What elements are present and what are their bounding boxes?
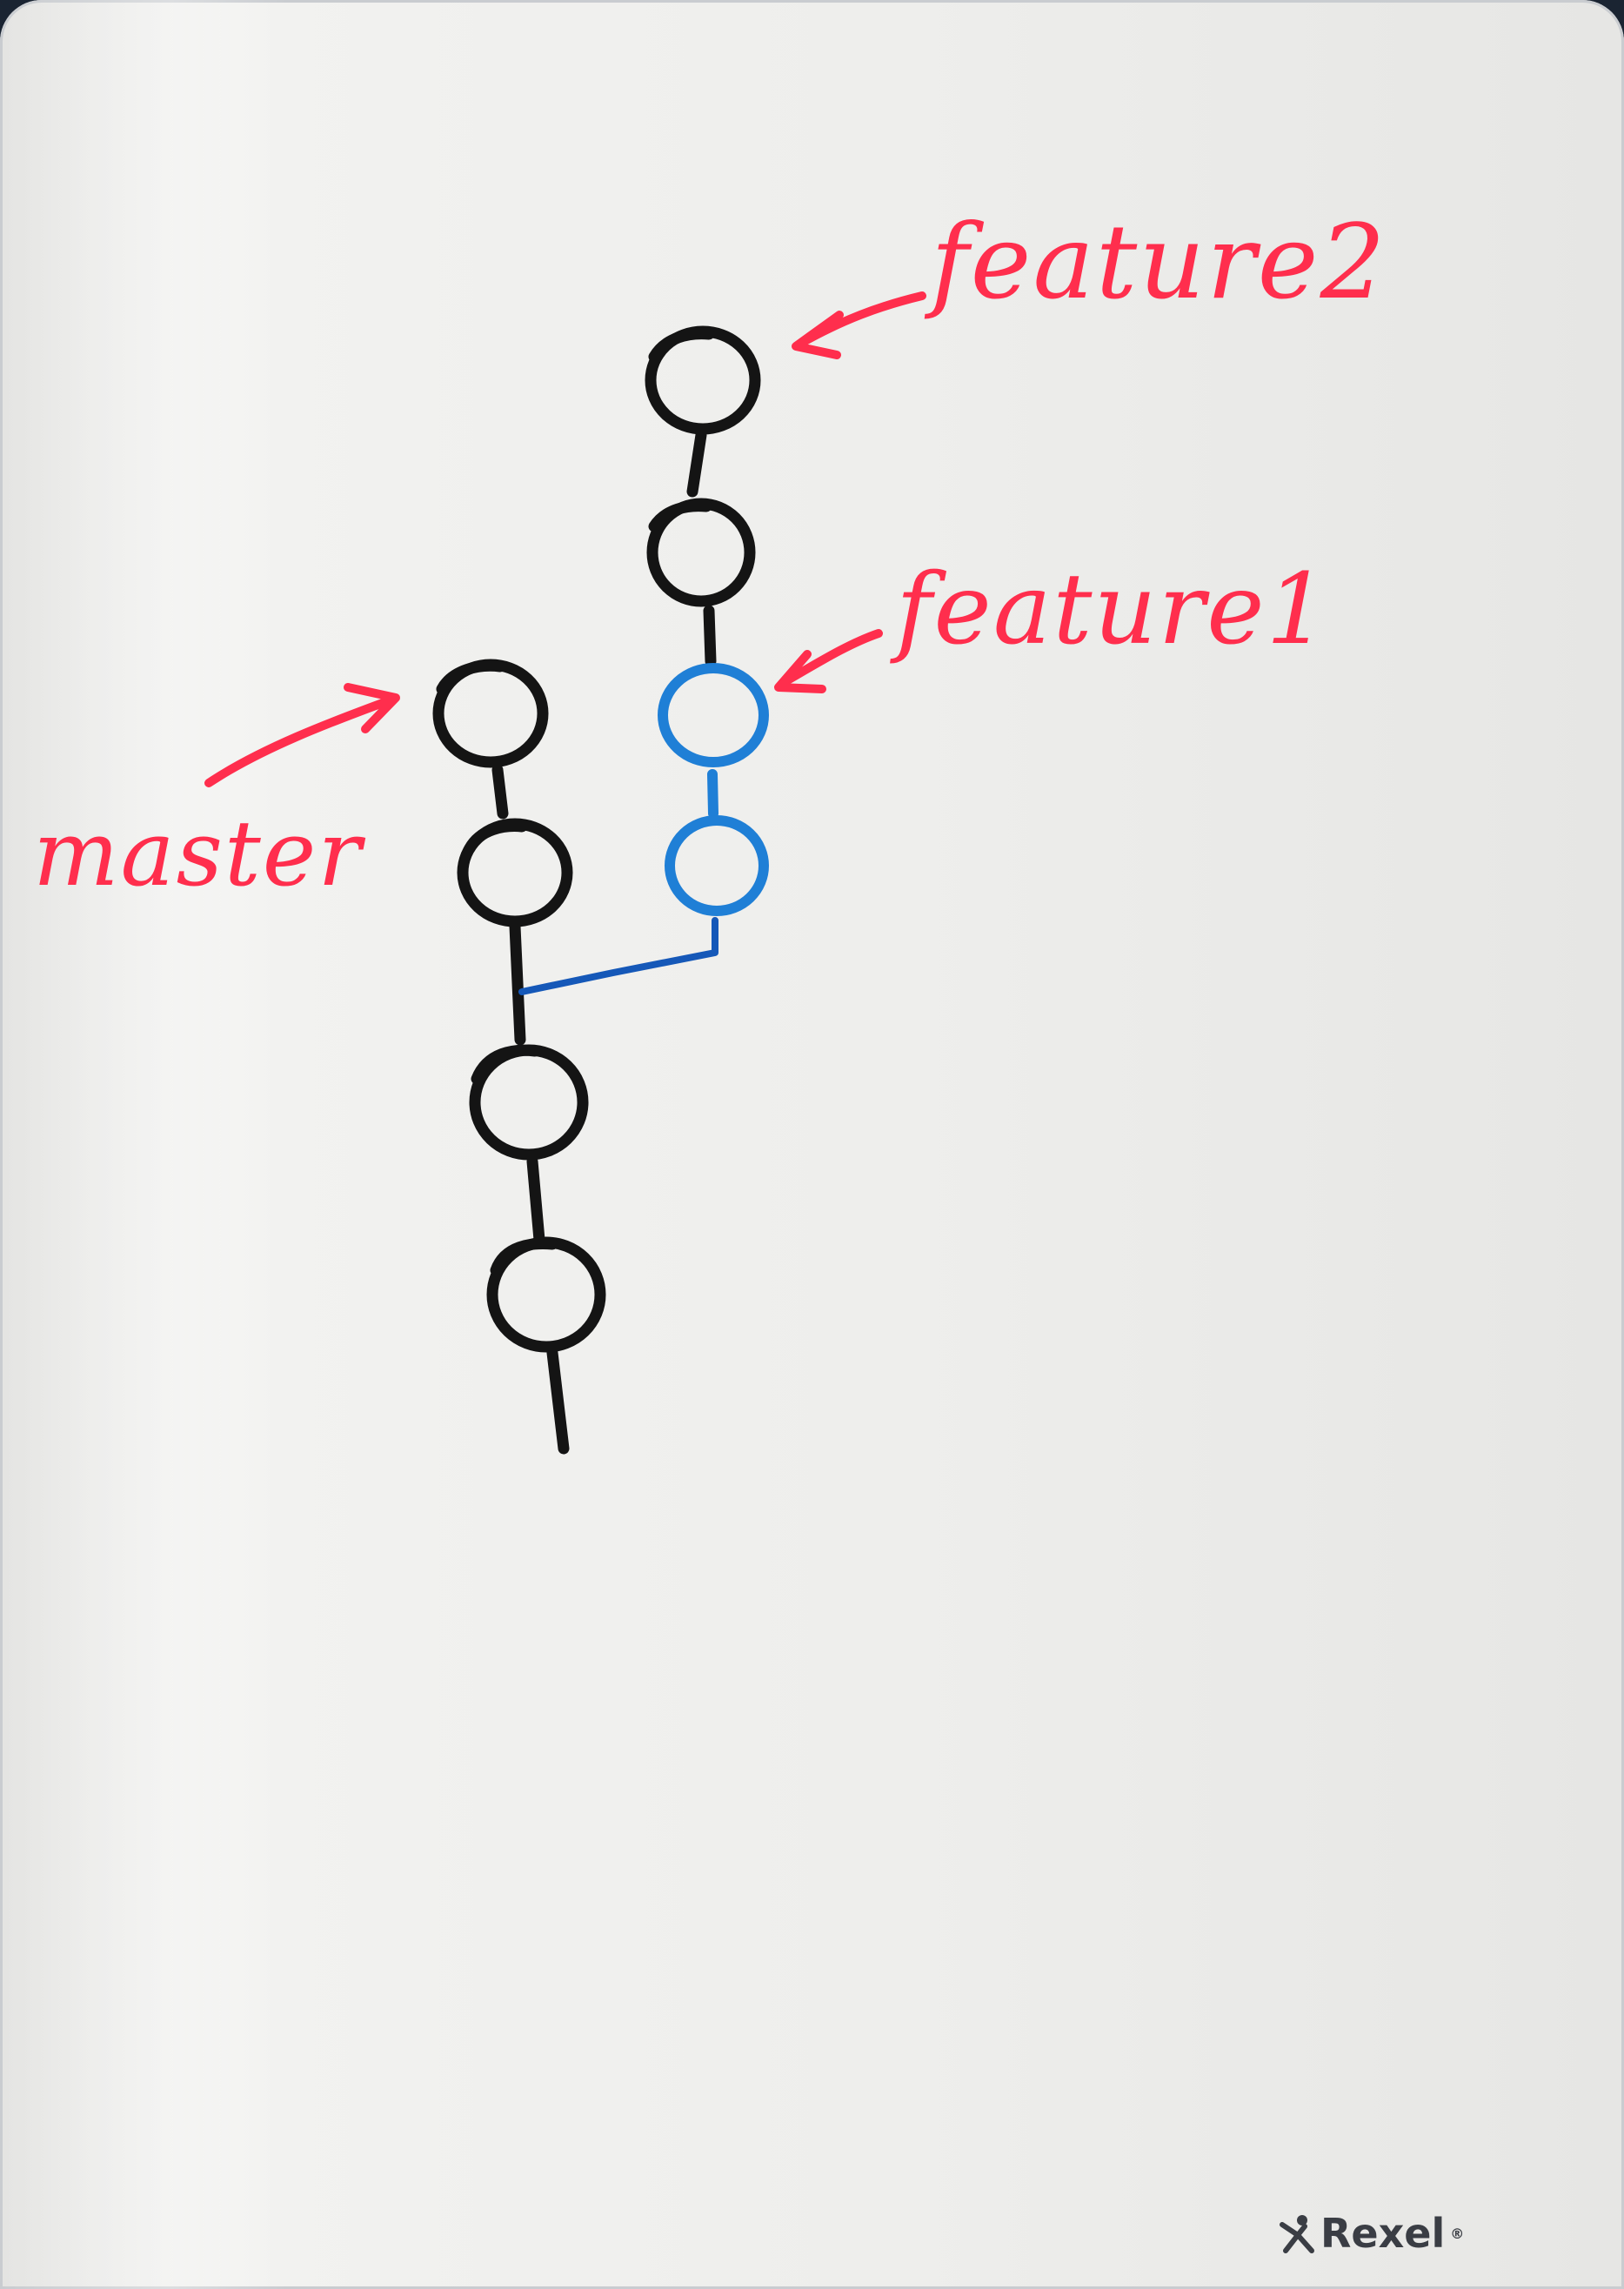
master-arrow xyxy=(204,696,394,787)
feature1-commit-2 xyxy=(665,815,769,916)
master-tail xyxy=(546,1347,570,1455)
feature1-commit-head xyxy=(658,663,769,767)
feature2-connector-mid xyxy=(703,605,717,667)
master-commit-head-mark xyxy=(436,659,506,695)
feature1-arrow xyxy=(779,629,883,687)
feature2-arrow xyxy=(796,291,926,348)
master-arrow-head xyxy=(344,683,400,733)
master-commit-3-mark xyxy=(471,1044,541,1085)
feature2-arrow-head xyxy=(792,311,844,359)
feature2-commit-head-mark xyxy=(648,328,715,363)
label-feature1: feature1 xyxy=(896,553,1330,666)
master-connector-branchpoint xyxy=(509,920,526,1046)
feature1-arrow-head xyxy=(774,650,826,693)
brand-registered-mark: ® xyxy=(1450,2225,1465,2242)
feature2-connector-top xyxy=(686,429,707,498)
master-connector-lower xyxy=(526,1155,545,1246)
master-commit-2-mark xyxy=(464,820,528,854)
rexel-figure-icon xyxy=(1280,2215,1314,2253)
branch-line xyxy=(518,917,718,995)
feature1-connector xyxy=(707,769,718,819)
label-feature2: feature2 xyxy=(931,202,1387,322)
brand-name: Rexel xyxy=(1320,2210,1446,2257)
master-commit-4-mark xyxy=(490,1238,558,1276)
label-master: master xyxy=(33,800,364,907)
brand-logo: Rexel® xyxy=(1275,2210,1464,2257)
master-connector-top xyxy=(491,764,509,820)
feature2-commit-2-mark xyxy=(648,500,712,532)
